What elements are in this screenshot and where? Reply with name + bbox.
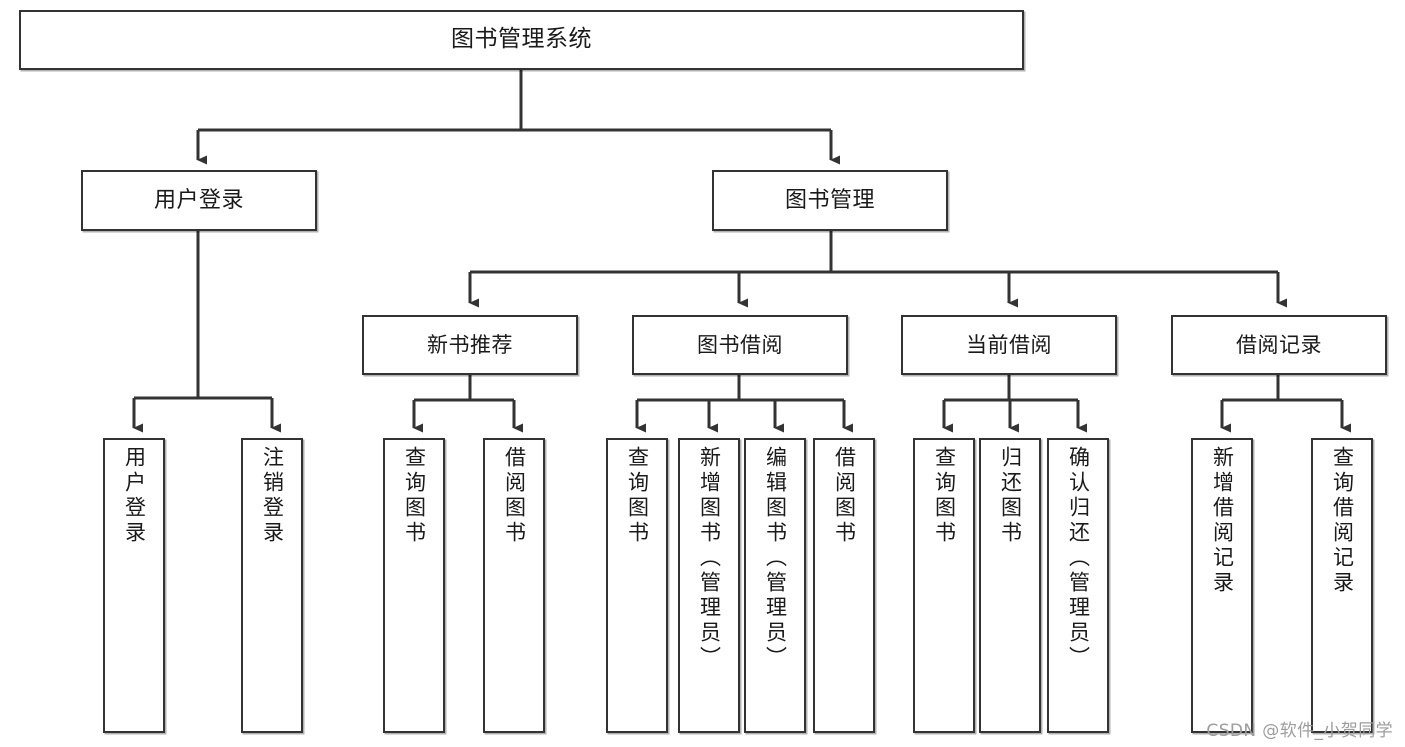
node-label: 新增图书（管理员） [697,446,722,671]
leaf-book-borrow-add[interactable]: 新增图书（管理员） [678,438,740,733]
edge-group-root [196,70,840,165]
edge-group-current-borrow [942,375,1087,433]
node-label: 用户登录 [153,187,244,213]
node-label: 新增借阅记录 [1210,446,1235,596]
edge-group-book-manage [468,231,1287,308]
node-label: 图书管理 [784,187,875,213]
node-label: 确认归还（管理员） [1066,446,1091,671]
leaf-current-borrow-query[interactable]: 查询图书 [913,438,975,733]
edge-group-user-login [132,231,281,433]
node-label: 图书管理系统 [451,26,592,53]
node-label: 查询图书 [402,446,427,546]
node-label: 归还图书 [998,446,1023,546]
node-borrow-record[interactable]: 借阅记录 [1171,315,1387,375]
node-label: 查询图书 [932,446,957,546]
node-new-book-recommend[interactable]: 新书推荐 [362,315,578,375]
edge-group-new-book [412,375,523,433]
node-label: 查询图书 [625,446,650,546]
node-label: 借阅图书 [832,446,857,546]
leaf-current-borrow-confirm-return[interactable]: 确认归还（管理员） [1047,438,1109,733]
node-current-borrow[interactable]: 当前借阅 [901,315,1117,375]
node-book-borrow[interactable]: 图书借阅 [632,315,848,375]
node-label: 用户登录 [122,446,147,546]
node-book-management[interactable]: 图书管理 [712,170,948,231]
leaf-user-login-login[interactable]: 用户登录 [103,438,165,733]
node-label: 当前借阅 [966,332,1052,357]
leaf-new-book-query[interactable]: 查询图书 [383,438,445,733]
leaf-book-borrow-edit[interactable]: 编辑图书（管理员） [744,438,806,733]
node-label: 借阅记录 [1236,332,1322,357]
node-label: 新书推荐 [427,332,513,357]
leaf-current-borrow-return[interactable]: 归还图书 [979,438,1041,733]
leaf-book-borrow-query[interactable]: 查询图书 [606,438,668,733]
node-label: 借阅图书 [502,446,527,546]
node-user-login[interactable]: 用户登录 [81,170,317,231]
leaf-user-login-logout[interactable]: 注销登录 [241,438,303,733]
leaf-book-borrow-borrow[interactable]: 借阅图书 [813,438,875,733]
node-label: 编辑图书（管理员） [763,446,788,671]
node-label: 图书借阅 [697,332,783,357]
leaf-borrow-record-add[interactable]: 新增借阅记录 [1191,438,1253,733]
edge-group-book-borrow [635,375,853,433]
node-label: 注销登录 [260,446,285,546]
edge-group-borrow-record [1220,375,1351,433]
leaf-borrow-record-query[interactable]: 查询借阅记录 [1311,438,1373,733]
leaf-new-book-borrow[interactable]: 借阅图书 [483,438,545,733]
node-root-system[interactable]: 图书管理系统 [19,10,1024,70]
node-label: 查询借阅记录 [1330,446,1355,596]
